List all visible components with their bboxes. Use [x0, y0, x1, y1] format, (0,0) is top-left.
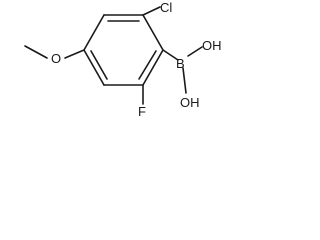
atom-label-hydroxyl-top: OH — [202, 38, 222, 53]
bond-c-o — [64, 49, 85, 59]
ring-bond-c3-c4 — [142, 49, 164, 86]
benzene-ring — [83, 14, 164, 86]
bond-b-oh-bottom — [182, 67, 187, 94]
ring-bond-c5-c6 — [83, 49, 105, 86]
bond-b-oh-top — [187, 46, 203, 57]
ring-double-bond-left — [90, 50, 108, 80]
atom-label-boron: B — [176, 56, 185, 71]
atom-label-ether-oxygen: O — [51, 51, 61, 66]
bond-c-cl — [142, 6, 161, 16]
ring-bond-c6-c1 — [83, 14, 105, 51]
ring-bond-c2-c3 — [142, 14, 164, 51]
atom-label-chlorine: Cl — [160, 0, 172, 15]
bond-o-ch3 — [24, 45, 48, 59]
bond-c-b — [162, 49, 179, 61]
atom-label-fluorine: F — [138, 104, 146, 119]
ring-double-bond-right — [138, 50, 157, 80]
molecule-svg: Cl B OH OH F O — [24, 0, 222, 119]
structure-diagram: Cl B OH OH F O — [0, 0, 230, 138]
atom-label-hydroxyl-bottom: OH — [180, 95, 200, 110]
